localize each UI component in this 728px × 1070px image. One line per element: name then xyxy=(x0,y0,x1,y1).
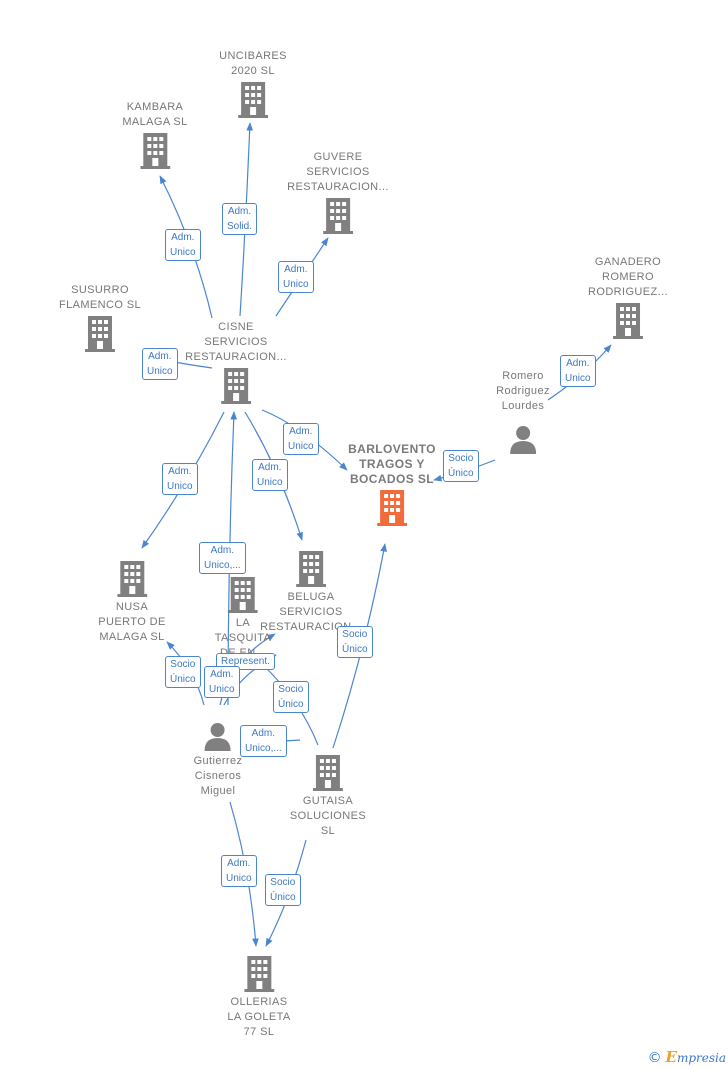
copyright-icon: © xyxy=(647,1050,662,1066)
edge-label-gutierrez-tasquita[interactable]: Adm.Unico xyxy=(204,666,240,698)
edge-label-cisne-beluga[interactable]: Adm.Unico xyxy=(252,459,288,491)
edge-label-gutierrez-tasquita-rep[interactable]: Represent. xyxy=(216,653,275,670)
node-uncibares[interactable]: UNCIBARES 2020 SL xyxy=(219,49,287,121)
node-kambara[interactable]: KAMBARA MALAGA SL xyxy=(122,100,187,172)
node-ganadero[interactable]: GANADERO ROMERO RODRIGUEZ... xyxy=(588,255,668,342)
edge-label-cisne-uncibares[interactable]: Adm.Solid. xyxy=(222,203,258,235)
person-icon xyxy=(205,723,231,751)
building-icon xyxy=(613,303,643,339)
building-icon xyxy=(139,133,170,169)
building-icon xyxy=(85,316,115,352)
node-guvere[interactable]: GUVERE SERVICIOS RESTAURACION... xyxy=(287,150,389,237)
node-cisne[interactable]: CISNE SERVICIOS RESTAURACION... xyxy=(185,320,287,407)
node-barlovento[interactable]: BARLOVENTO TRAGOS Y BOCADOS SL xyxy=(348,442,436,529)
node-nusa[interactable]: NUSA PUERTO DE MALAGA SL xyxy=(98,558,165,645)
building-icon xyxy=(322,198,353,234)
edge-label-cisne-barlovento[interactable]: Adm.Unico xyxy=(283,423,319,455)
brand-logo-initial: E xyxy=(665,1048,677,1066)
edge-label-cisne-nusa[interactable]: Adm.Unico xyxy=(162,463,198,495)
edge-label-gutierrez-cisne[interactable]: Adm.Unico,... xyxy=(199,542,246,574)
brand-footer[interactable]: © Empresia xyxy=(648,1048,726,1066)
node-ollerias[interactable]: OLLERIAS LA GOLETA 77 SL xyxy=(227,953,290,1040)
building-icon xyxy=(227,577,258,613)
node-romero[interactable]: Romero Rodriguez Lourdes xyxy=(496,369,550,457)
building-icon xyxy=(238,82,268,118)
building-icon xyxy=(220,368,251,404)
node-gutaisa[interactable]: GUTAISA SOLUCIONES SL xyxy=(290,752,366,839)
edge-label-cisne-susurro[interactable]: Adm.Unico xyxy=(142,348,178,380)
building-icon xyxy=(295,551,326,587)
building-icon xyxy=(116,561,147,597)
node-beluga[interactable]: BELUGA SERVICIOS RESTAURACION... xyxy=(260,548,362,635)
edge-label-cisne-kambara[interactable]: Adm.Unico xyxy=(165,229,201,261)
building-icon xyxy=(312,755,343,791)
brand-logo-text: mpresia xyxy=(676,1051,726,1065)
building-icon xyxy=(244,956,274,992)
building-icon xyxy=(376,490,407,526)
edge-label-romero-ganadero[interactable]: Adm.Unico xyxy=(560,355,596,387)
edge-label-gutierrez-beluga[interactable]: Adm.Unico,... xyxy=(240,725,287,757)
edge-label-cisne-guvere[interactable]: Adm.Unico xyxy=(278,261,314,293)
node-gutierrez[interactable]: Gutierrez Cisneros Miguel xyxy=(194,718,243,799)
node-susurro[interactable]: SUSURRO FLAMENCO SL xyxy=(59,283,141,355)
person-icon xyxy=(510,426,536,454)
edge-label-gutierrez-ollerias[interactable]: Adm.Unico xyxy=(221,855,257,887)
